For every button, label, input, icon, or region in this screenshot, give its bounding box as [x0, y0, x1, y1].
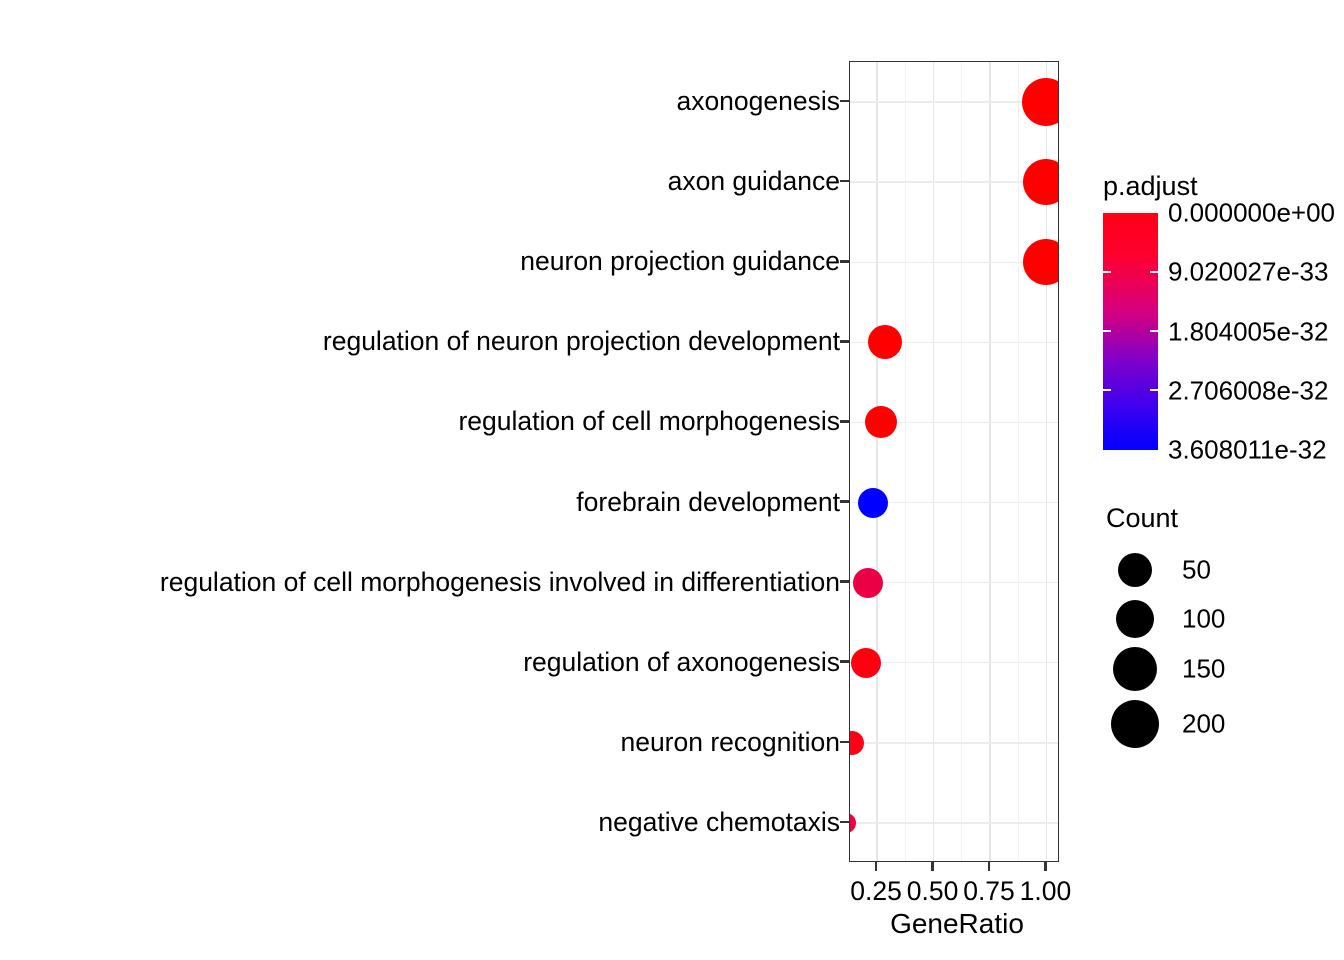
gridline-major-vertical: [1045, 62, 1048, 861]
count-legend-label: 50: [1182, 554, 1211, 585]
y-axis-category-label: axon guidance: [667, 165, 840, 196]
legend-count-title: Count: [1106, 503, 1179, 533]
gridline-minor-vertical: [961, 62, 963, 861]
colorbar-tick: [1103, 330, 1111, 333]
gridline-minor-vertical: [904, 62, 906, 861]
y-axis-tick: [840, 420, 849, 423]
count-legend-label: 150: [1182, 653, 1226, 684]
colorbar-tick: [1150, 330, 1158, 333]
data-point[interactable]: [1023, 159, 1058, 206]
y-axis-tick: [840, 660, 849, 664]
count-legend-dot: [1113, 647, 1157, 691]
gridline-major-vertical: [932, 62, 935, 861]
x-axis-tick-label: 0.75: [963, 876, 1015, 906]
data-point[interactable]: [868, 325, 902, 360]
colorbar-tick: [1103, 389, 1111, 392]
colorbar-tick-label: 2.706008e-32: [1168, 375, 1329, 406]
x-axis-tick: [1044, 862, 1047, 871]
gridline-horizontal: [850, 501, 1058, 504]
gridline-major-vertical: [876, 62, 878, 861]
x-axis-tick: [931, 862, 934, 871]
gridline-major-vertical: [989, 62, 991, 861]
plot-panel: [849, 61, 1059, 862]
data-point[interactable]: [850, 812, 856, 833]
y-axis-tick: [840, 179, 849, 183]
y-axis-tick: [840, 99, 849, 103]
colorbar-tick-label: 0.000000e+00: [1168, 197, 1336, 228]
y-axis-category-label: forebrain development: [576, 486, 840, 517]
x-axis-title: GeneRatio: [890, 908, 1024, 939]
gridline-minor-vertical: [1017, 62, 1019, 861]
y-axis-labels: axonogenesis axon guidance neuron projecti…: [159, 85, 840, 837]
gridline-horizontal: [850, 101, 1058, 103]
data-point[interactable]: [858, 487, 889, 518]
data-point[interactable]: [1023, 239, 1058, 286]
data-point[interactable]: [1022, 78, 1058, 127]
gridline-horizontal: [850, 662, 1058, 664]
data-point[interactable]: [850, 730, 865, 755]
y-axis-category-label: axonogenesis: [676, 85, 840, 116]
legend-padjust-title: p.adjust: [1103, 171, 1198, 201]
colorbar-tick: [1150, 271, 1158, 274]
gridline-horizontal: [850, 421, 1058, 424]
gridline-horizontal: [850, 261, 1058, 263]
colorbar-tick: [1150, 389, 1158, 392]
count-legend-dot: [1111, 700, 1159, 748]
gridline-horizontal: [850, 581, 1058, 584]
gridline-horizontal: [850, 822, 1058, 824]
y-axis-tick: [840, 820, 849, 824]
y-axis-tick: [840, 580, 849, 583]
y-axis-tick: [840, 740, 849, 744]
x-axis-tick: [874, 862, 878, 871]
y-axis-category-label: regulation of neuron projection developm…: [322, 326, 840, 357]
gridline-horizontal: [850, 181, 1058, 183]
x-axis-tick-label: 1.00: [1019, 876, 1072, 906]
y-axis-tick: [840, 500, 849, 503]
y-axis-category-label: regulation of axonogenesis: [523, 646, 840, 677]
colorbar-tick-label: 1.804005e-32: [1168, 316, 1329, 346]
data-point[interactable]: [865, 406, 898, 439]
y-axis-category-label: regulation of cell morphogenesis: [458, 406, 840, 437]
gridline-horizontal: [850, 341, 1058, 344]
colorbar-tick-label: 3.608011e-32: [1168, 434, 1327, 465]
x-axis-tick: [987, 862, 991, 871]
data-point[interactable]: [850, 647, 881, 678]
x-axis-tick-label: 0.50: [906, 876, 959, 906]
colorbar-tick: [1103, 271, 1111, 274]
y-axis-category-label: regulation of cell morphogenesis involve…: [159, 566, 840, 597]
x-axis-tick-label: 0.25: [850, 876, 902, 906]
y-axis-category-label: neuron projection guidance: [520, 246, 840, 276]
count-legend-dot: [1118, 553, 1152, 587]
gridline-horizontal: [850, 742, 1058, 744]
data-point[interactable]: [852, 567, 883, 598]
y-axis-tick: [840, 259, 849, 263]
colorbar-gradient: [1103, 213, 1158, 450]
count-legend-dot: [1116, 600, 1154, 638]
y-axis-category-label: neuron recognition: [620, 726, 840, 757]
colorbar-tick-label: 9.020027e-33: [1168, 256, 1329, 287]
y-axis-category-label: negative chemotaxis: [598, 806, 840, 837]
count-legend-label: 100: [1182, 603, 1226, 634]
y-axis-tick: [840, 340, 849, 343]
count-legend-label: 200: [1182, 708, 1226, 739]
